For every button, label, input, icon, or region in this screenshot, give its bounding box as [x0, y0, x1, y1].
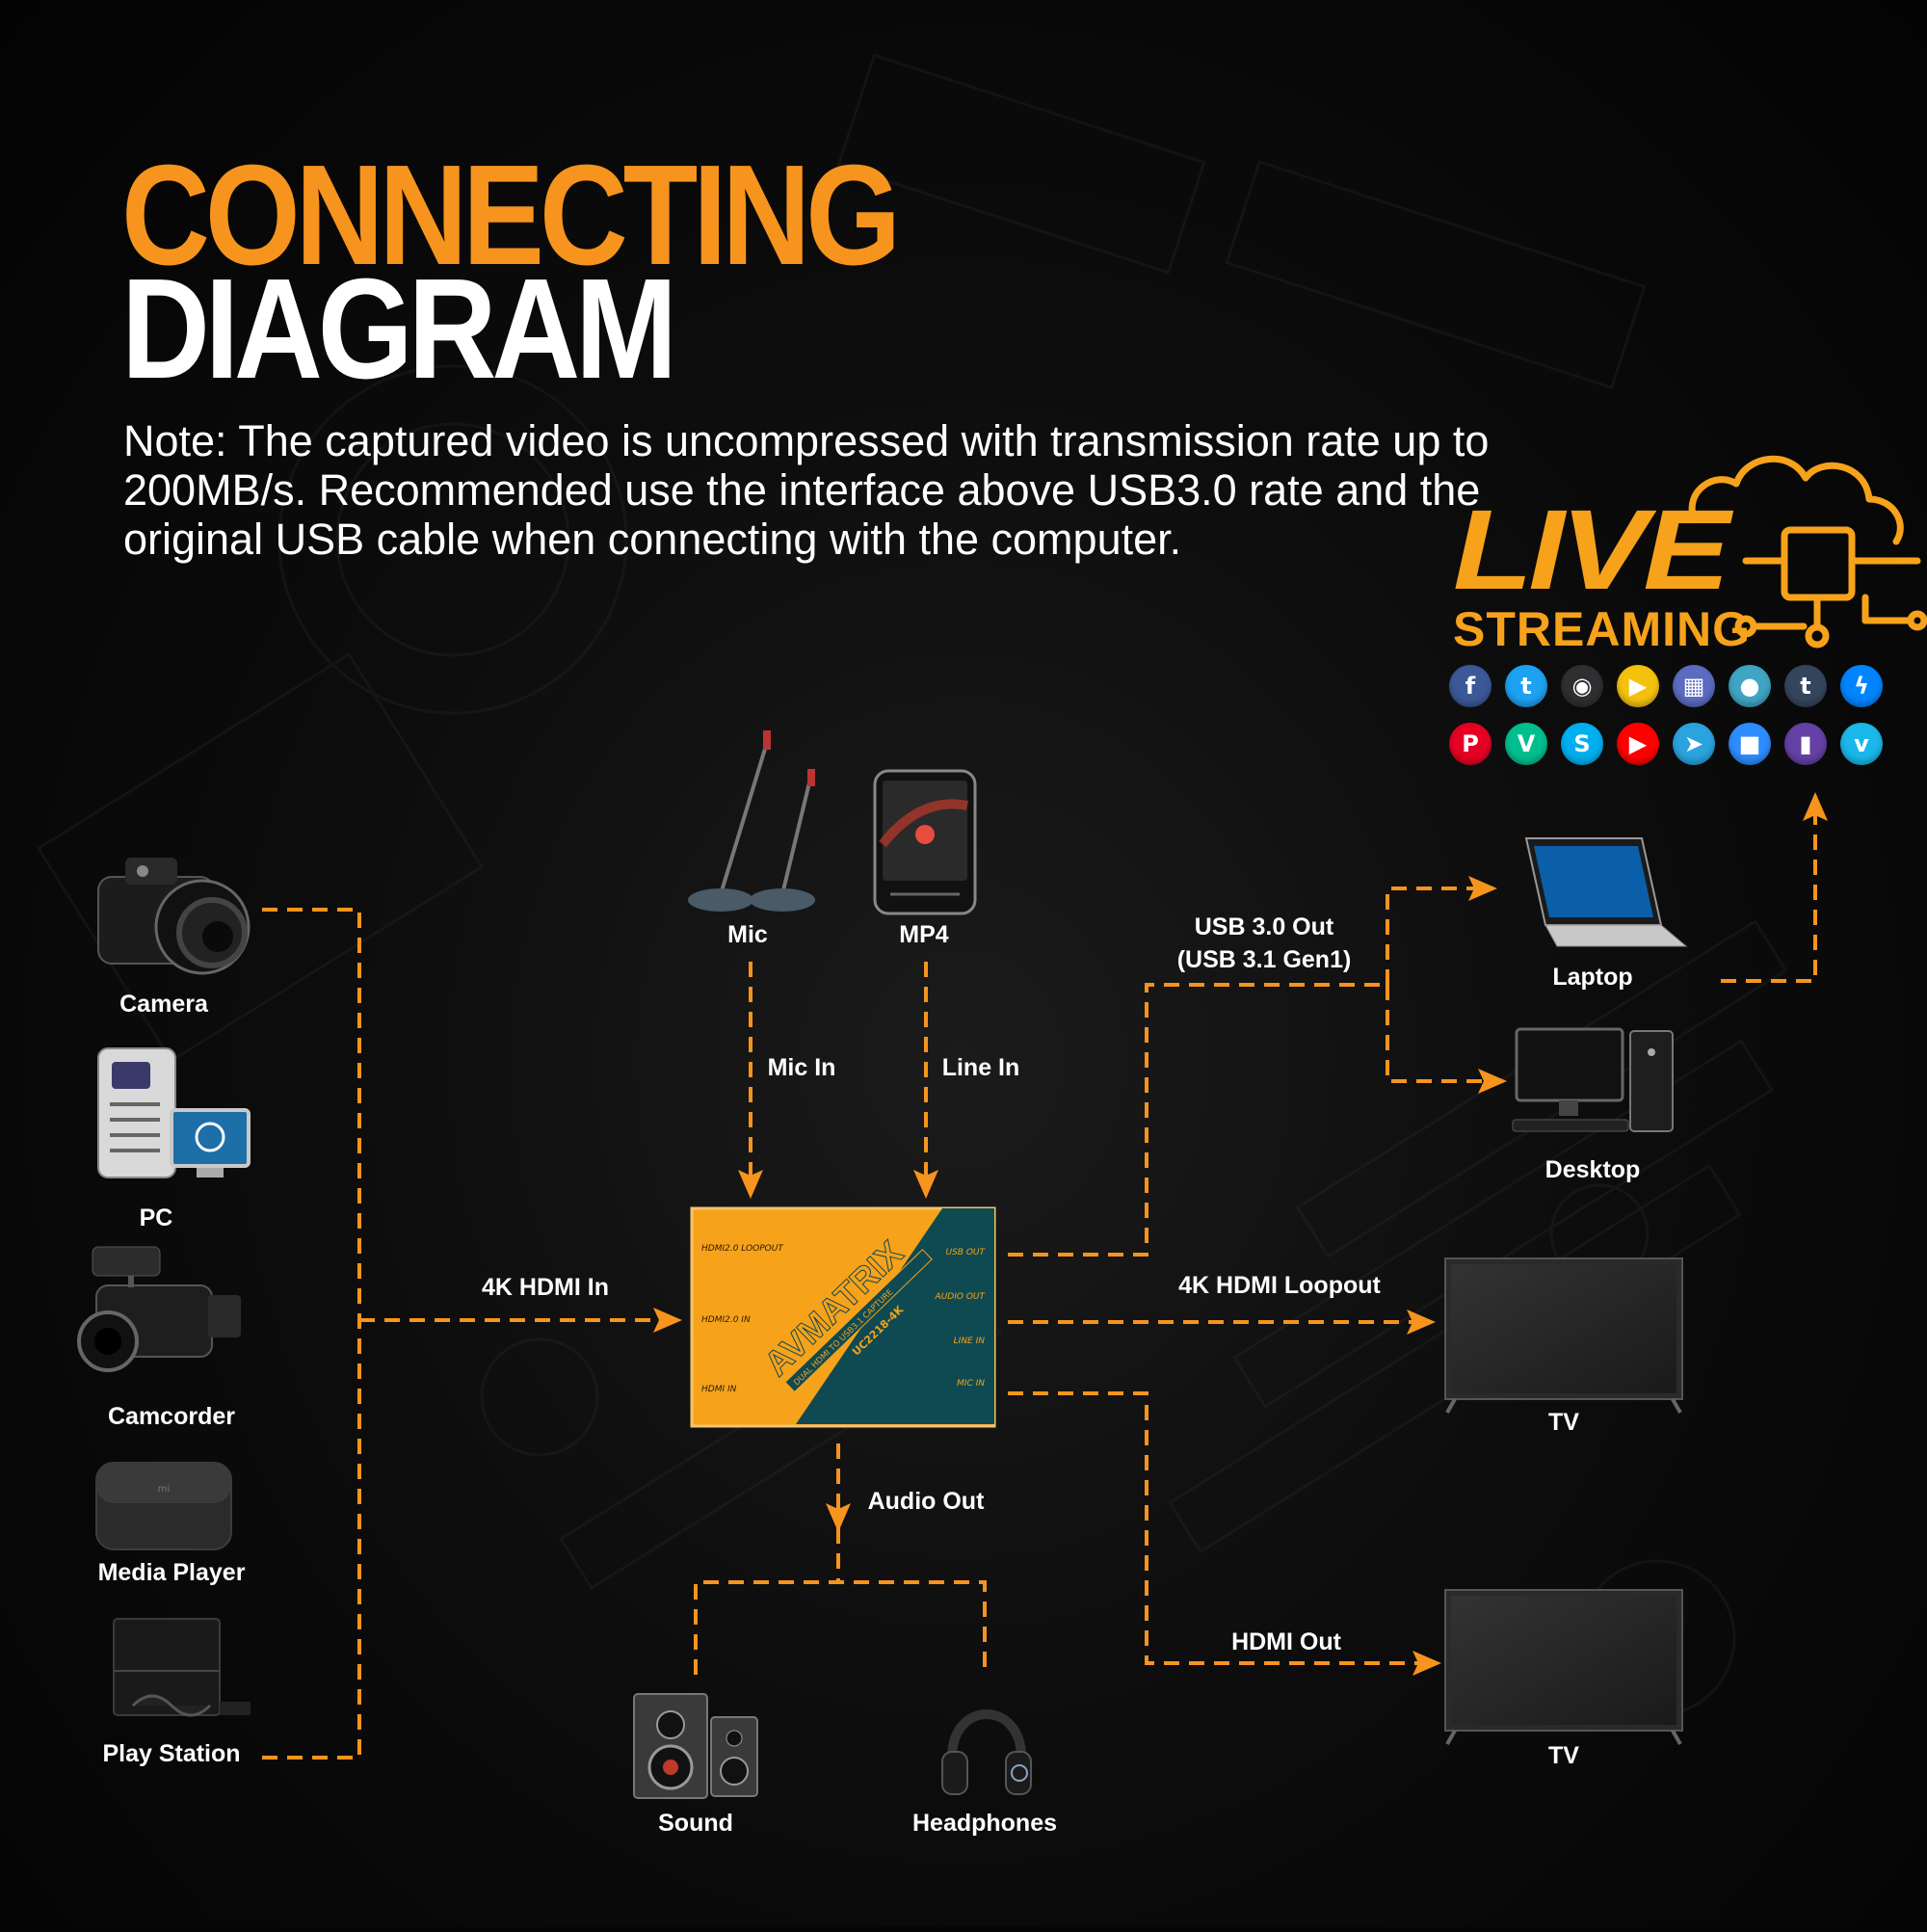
- avmatrix-capture-device: HDMI2.0 LOOPOUT HDMI2.0 IN HDMI IN USB O…: [690, 1206, 996, 1428]
- live-wordmark: LIVE: [1453, 487, 1730, 614]
- laptop-icon: [1524, 837, 1688, 947]
- facebook-icon: f: [1449, 665, 1491, 707]
- laptop-to-streaming-line: [1721, 792, 1828, 983]
- media-player-icon: mi: [95, 1462, 232, 1550]
- tv-icon-2: [1444, 1589, 1683, 1745]
- youtube-icon: ▶: [1617, 723, 1659, 765]
- mp4-player-icon: [873, 769, 977, 915]
- audio-out-label: Audio Out: [867, 1488, 985, 1515]
- audio-split-line: [694, 1528, 987, 1675]
- vine-icon: V: [1505, 723, 1547, 765]
- cloud-network-icon: [1688, 455, 1927, 648]
- headphones-icon: [941, 1709, 1032, 1795]
- telegram-icon: ➤: [1673, 723, 1715, 765]
- play-station-label: Play Station: [102, 1740, 241, 1767]
- note-text: Note: The captured video is uncompressed…: [123, 416, 1490, 564]
- twitter-icon: t: [1505, 665, 1547, 707]
- hdmi-in-label: 4K HDMI In: [482, 1274, 609, 1301]
- streaming-wordmark: STREAMING: [1453, 602, 1751, 656]
- play-station-icon: [113, 1618, 251, 1717]
- mic-label: Mic: [727, 921, 768, 948]
- port-hdmi-loopout: HDMI2.0 LOOPOUT: [701, 1244, 784, 1254]
- desktop-label: Desktop: [1544, 1156, 1641, 1183]
- svg-text:mi: mi: [158, 1484, 171, 1495]
- periscope-icon: ●: [1729, 665, 1771, 707]
- port-audio-out: AUDIO OUT: [935, 1292, 987, 1302]
- source-bus-line: [262, 908, 361, 1760]
- desktop-icon: [1512, 1027, 1674, 1132]
- port-line-in: LINE IN: [954, 1337, 986, 1346]
- usb-to-laptop-line: [1386, 876, 1497, 985]
- laptop-label: Laptop: [1552, 964, 1633, 991]
- mp4-label: MP4: [899, 921, 949, 948]
- camcorder-label: Camcorder: [108, 1403, 235, 1430]
- camera-icon: [97, 858, 251, 975]
- mic-in-label: Mic In: [767, 1054, 836, 1081]
- speaker-icon: [633, 1693, 758, 1799]
- skype-icon: S: [1561, 723, 1603, 765]
- usb-out-sublabel: (USB 3.1 Gen1): [1176, 946, 1352, 973]
- vimeo-icon: v: [1840, 723, 1883, 765]
- tumblr-icon: t: [1784, 665, 1827, 707]
- usb-to-desktop-line: [1386, 985, 1507, 1094]
- title-diagram: DIAGRAM: [121, 250, 677, 409]
- port-hdmi2-in: HDMI2.0 IN: [701, 1315, 751, 1325]
- usb-out-line: [1008, 983, 1387, 1257]
- twitch-icon: ▮: [1784, 723, 1827, 765]
- title-connecting: CONNECTING: [121, 136, 901, 295]
- pc-icon: [97, 1047, 251, 1178]
- pinterest-icon: P: [1449, 723, 1491, 765]
- mic-icon: [688, 730, 815, 912]
- headphones-label: Headphones: [911, 1810, 1058, 1837]
- sound-label: Sound: [658, 1810, 733, 1837]
- obs-icon: ◉: [1561, 665, 1603, 707]
- play-icon: ▶: [1617, 665, 1659, 707]
- camcorder-icon: [77, 1246, 241, 1372]
- media-player-label: Media Player: [97, 1559, 246, 1586]
- zoom-icon: ■: [1729, 723, 1771, 765]
- hdmi-out-label: HDMI Out: [1231, 1628, 1341, 1655]
- grid-app-icon: ▦: [1673, 665, 1715, 707]
- tv2-label: TV: [1548, 1742, 1579, 1769]
- hdmi-loopout-label: 4K HDMI Loopout: [1178, 1272, 1381, 1299]
- usb-out-label: USB 3.0 Out: [1194, 913, 1334, 940]
- tv1-label: TV: [1548, 1409, 1579, 1436]
- hdmi-out-line: [1008, 1391, 1441, 1676]
- tv-icon: [1444, 1257, 1683, 1414]
- port-usb-out: USB OUT: [945, 1248, 986, 1257]
- pc-label: PC: [139, 1204, 173, 1231]
- camera-label: Camera: [119, 991, 208, 1018]
- port-hdmi-in: HDMI IN: [701, 1385, 737, 1394]
- messenger-icon: ϟ: [1840, 665, 1883, 707]
- line-in-label: Line In: [941, 1054, 1020, 1081]
- port-mic-in: MIC IN: [957, 1379, 985, 1389]
